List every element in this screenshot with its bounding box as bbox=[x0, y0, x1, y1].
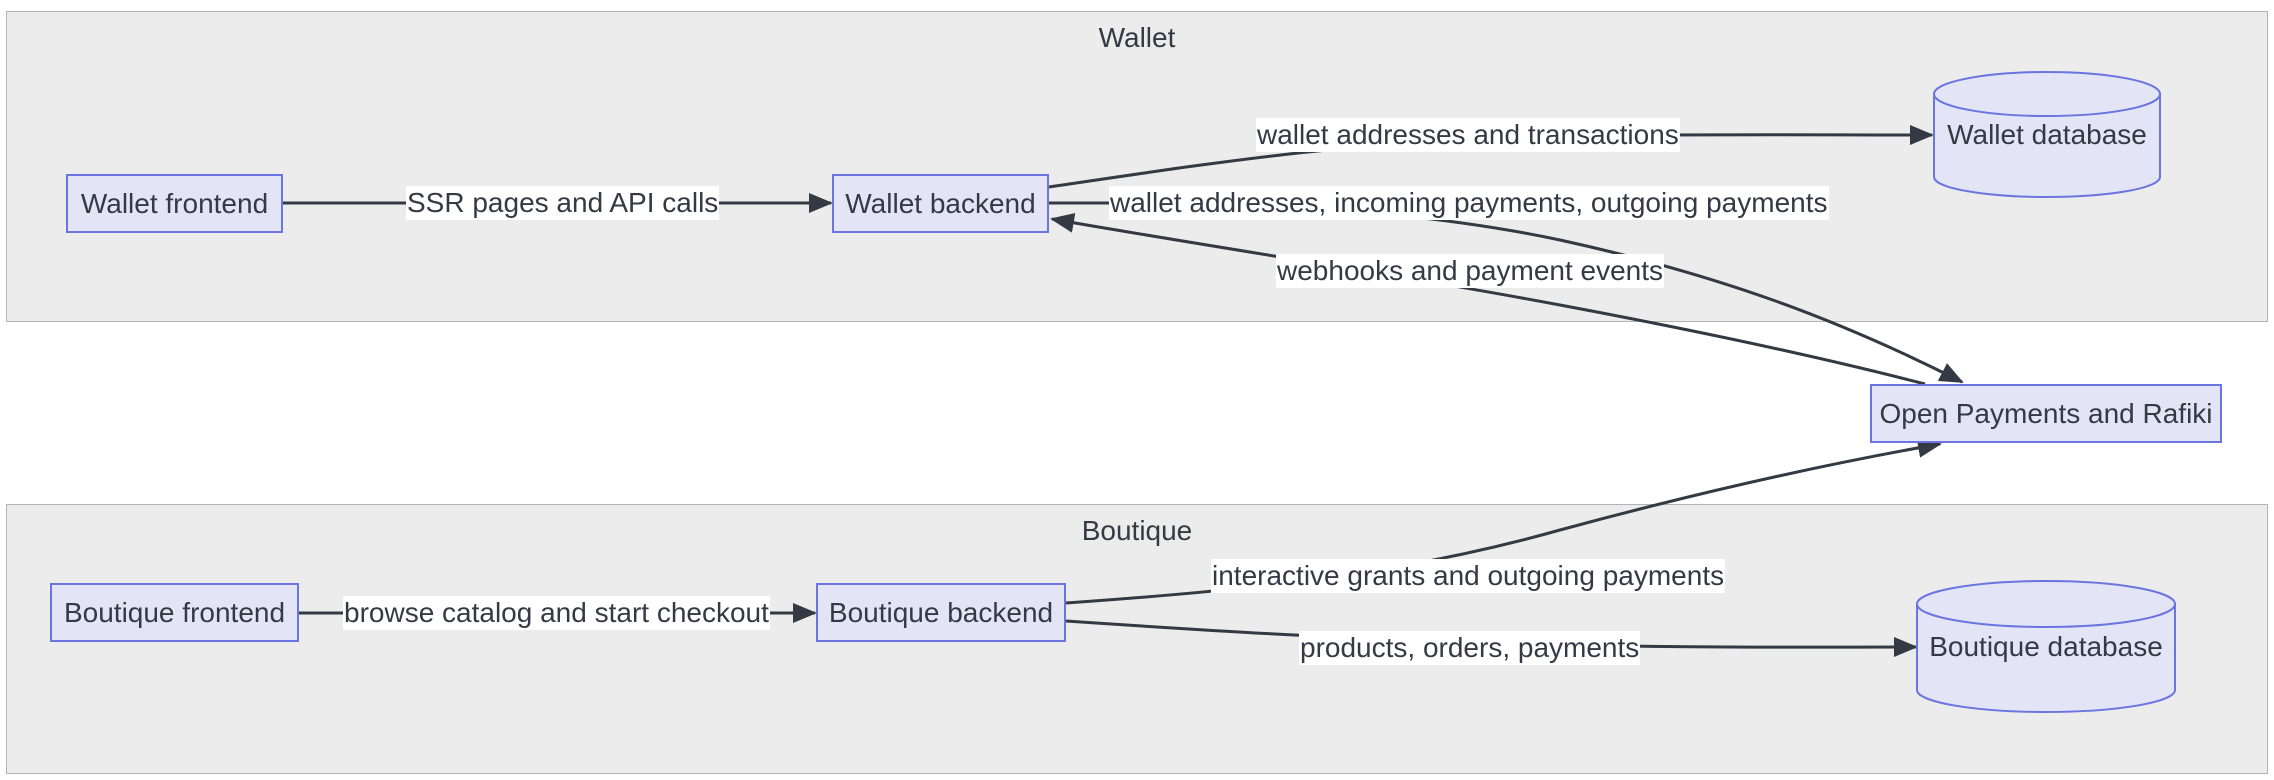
wallet-backend-node: Wallet backend bbox=[832, 174, 1049, 233]
wallet-group: Wallet bbox=[6, 11, 2268, 322]
edge-label-webhooks: webhooks and payment events bbox=[1276, 254, 1665, 288]
edge-label-wallet-to-open-payments: wallet addresses, incoming payments, out… bbox=[1109, 186, 1829, 220]
edge-label-wallet-addresses-transactions: wallet addresses and transactions bbox=[1256, 118, 1680, 152]
edge-label-interactive-grants: interactive grants and outgoing payments bbox=[1211, 559, 1726, 593]
wallet-database-cylinder bbox=[1933, 71, 2161, 198]
edge-label-products-orders: products, orders, payments bbox=[1299, 631, 1641, 665]
wallet-database-label: Wallet database bbox=[1947, 119, 2147, 150]
wallet-group-title: Wallet bbox=[1098, 22, 1176, 53]
edge-label-browse-catalog: browse catalog and start checkout bbox=[343, 596, 770, 630]
wallet-frontend-node: Wallet frontend bbox=[66, 174, 283, 233]
boutique-frontend-node: Boutique frontend bbox=[50, 583, 299, 642]
open-payments-node: Open Payments and Rafiki bbox=[1870, 384, 2222, 443]
edge-label-ssr-pages: SSR pages and API calls bbox=[406, 186, 720, 220]
boutique-database-cylinder bbox=[1916, 580, 2176, 713]
boutique-backend-node: Boutique backend bbox=[816, 583, 1066, 642]
boutique-group: Boutique bbox=[6, 504, 2268, 774]
boutique-group-title: Boutique bbox=[1081, 515, 1193, 546]
edge-webhooks bbox=[1050, 212, 1926, 386]
edge-wallet-to-open-payments bbox=[1049, 201, 1964, 384]
boutique-database-label: Boutique database bbox=[1929, 631, 2163, 662]
